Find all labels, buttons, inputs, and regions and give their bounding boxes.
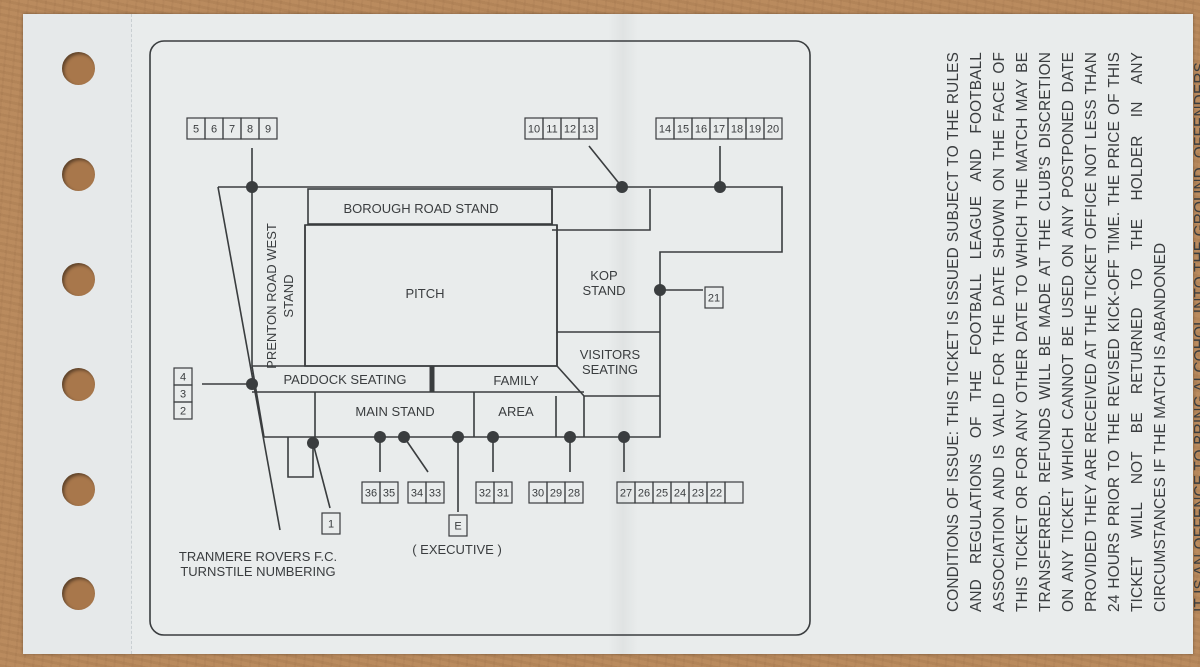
turnstile-10-13-box (578, 117, 598, 140)
turnstile-4-2-number: 4 (180, 372, 186, 384)
turnstile-10-13-number: 12 (564, 124, 576, 136)
turnstile-21-number: 21 (708, 293, 720, 305)
punch-hole (62, 473, 95, 506)
executive-label: ( EXECUTIVE ) (412, 542, 502, 557)
prenton-road-west-label-2: STAND (281, 274, 296, 317)
turnstile-32-31-number: 32 (479, 488, 491, 500)
turnstile-5-9-number: 6 (211, 124, 217, 136)
turnstile-34-33-number: 34 (411, 488, 423, 500)
turnstile-5-9-number: 5 (193, 124, 199, 136)
conditions-of-issue: CONDITIONS OF ISSUE: THIS TICKET IS ISSU… (942, 52, 1200, 612)
turnstile-27-22-number: 24 (674, 488, 686, 500)
ticket-stub (23, 14, 132, 654)
turnstile-32-31-box (493, 481, 513, 504)
turnstile-5-9-number: 7 (229, 124, 235, 136)
pitch-label: PITCH (406, 286, 445, 301)
turnstile-27-22-number: 22 (710, 488, 722, 500)
turnstile-10-13-number: 13 (582, 124, 594, 136)
turnstile-27-22-box (724, 481, 744, 504)
area-label: AREA (498, 404, 534, 419)
turnstile-executive-number: E (454, 521, 461, 533)
turnstile-14-20-number: 16 (695, 124, 707, 136)
turnstile-30-28-number: 29 (550, 488, 562, 500)
punch-hole (62, 368, 95, 401)
conditions-heading: CONDITIONS OF ISSUE: (945, 430, 962, 612)
kop-stand-label-1: KOP (590, 268, 617, 283)
map-frame (149, 40, 811, 636)
family-label: FAMILY (493, 373, 539, 388)
turnstile-27-22-number: 27 (620, 488, 632, 500)
punch-hole (62, 577, 95, 610)
turnstile-21-box (704, 286, 724, 309)
turnstile-34-33-number: 33 (429, 488, 441, 500)
turnstile-36-35-box (379, 481, 399, 504)
ticket (23, 14, 1193, 654)
turnstile-5-9-number: 9 (265, 124, 271, 136)
turnstile-30-28-number: 28 (568, 488, 580, 500)
turnstile-14-20-number: 17 (713, 124, 725, 136)
visitors-seating-label-2: SEATING (582, 362, 638, 377)
caption-line-1: TRANMERE ROVERS F.C. (179, 549, 337, 564)
turnstile-1-number: 1 (328, 519, 334, 531)
turnstile-36-35-number: 35 (383, 488, 395, 500)
turnstile-executive-box (448, 514, 468, 537)
turnstile-5-9-box (258, 117, 278, 140)
turnstile-30-28-number: 30 (532, 488, 544, 500)
turnstile-4-2-box (173, 401, 193, 420)
paddock-seating-label: PADDOCK SEATING (283, 372, 406, 387)
paper-fold (608, 14, 638, 654)
west-boundary (217, 186, 281, 531)
turnstile-27-22-number: 26 (638, 488, 650, 500)
prenton-road-west-label-1: PRENTON ROAD WEST (264, 223, 279, 369)
borough-road-stand-label: BOROUGH ROAD STAND (343, 201, 498, 216)
turnstile-27-22-number: 23 (692, 488, 704, 500)
turnstile-34-33-box (425, 481, 445, 504)
punch-hole (62, 263, 95, 296)
turnstile-27-22-number: 25 (656, 488, 668, 500)
turnstile-14-20-number: 19 (749, 124, 761, 136)
turnstile-14-20-number: 20 (767, 124, 779, 136)
turnstile-10-13-number: 10 (528, 124, 540, 136)
turnstile-10-13-number: 11 (546, 124, 557, 136)
alcohol-warning: IT IS AN OFFENCE TO BRING ALCOHOL INTO T… (1192, 61, 1200, 612)
ground-outline (218, 186, 783, 438)
turnstile-4-2-number: 2 (180, 406, 186, 418)
turnstile-5-9-number: 8 (247, 124, 253, 136)
turnstile-14-20-box (763, 117, 783, 140)
turnstile-36-35-number: 36 (365, 488, 377, 500)
visitors-seating-label-1: VISITORS (580, 347, 641, 362)
punch-hole (62, 158, 95, 191)
punch-hole (62, 52, 95, 85)
conditions-body: THIS TICKET IS ISSUED SUBJECT TO THE RUL… (945, 52, 1169, 612)
turnstile-14-20-number: 18 (731, 124, 743, 136)
main-stand-label: MAIN STAND (355, 404, 434, 419)
turnstile-4-2-number: 3 (180, 389, 186, 401)
turnstile-30-28-box (564, 481, 584, 504)
turnstile-14-20-number: 15 (677, 124, 689, 136)
turnstile-32-31-number: 31 (497, 488, 509, 500)
caption-line-2: TURNSTILE NUMBERING (180, 564, 335, 579)
turnstile-14-20-number: 14 (659, 124, 671, 136)
turnstile-1-box (321, 512, 341, 535)
kop-stand-label-2: STAND (582, 283, 625, 298)
